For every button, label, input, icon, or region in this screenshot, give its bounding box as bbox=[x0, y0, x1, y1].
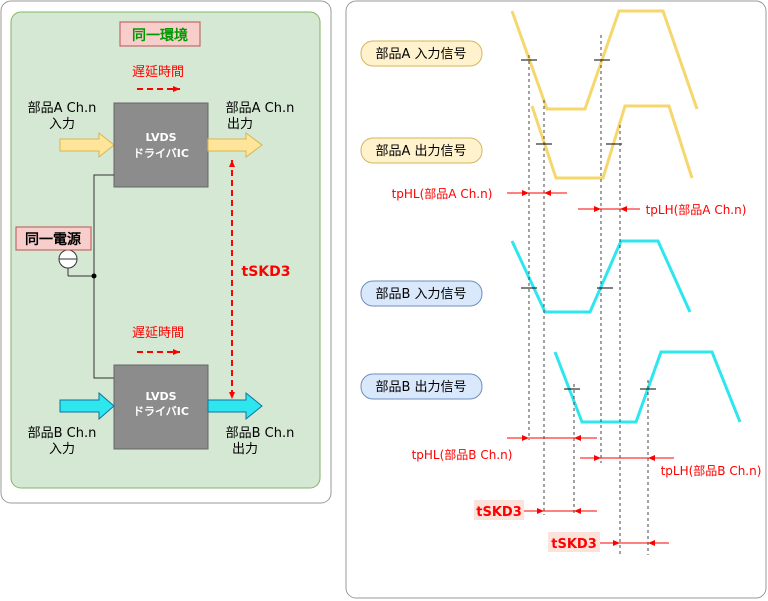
output-b-label-1: 部品B Ch.n bbox=[226, 426, 295, 441]
tphl-b-label: tpHL(部品B Ch.n) bbox=[412, 447, 513, 462]
environment-box bbox=[10, 11, 321, 489]
skew-label-1: tSKD3 bbox=[476, 505, 522, 520]
power-label-box bbox=[15, 226, 92, 251]
signal-label-a-in: 部品A 入力信号 bbox=[375, 47, 466, 62]
ic-bottom bbox=[113, 364, 209, 450]
input-b-label-2: 入力 bbox=[49, 442, 75, 457]
input-a-label-2: 入力 bbox=[49, 117, 75, 132]
delay-label-top: 遅延時間 bbox=[132, 65, 184, 80]
ic-bottom-label-2: ドライバIC bbox=[133, 405, 189, 418]
env-label-box bbox=[119, 21, 201, 47]
ic-top bbox=[113, 102, 209, 188]
input-b-label-1: 部品B Ch.n bbox=[28, 426, 97, 441]
skew-label-left: tSKD3 bbox=[242, 264, 291, 280]
output-b-label-2: 出力 bbox=[232, 442, 258, 457]
junction-dot bbox=[91, 273, 97, 279]
signal-label-box-b-out bbox=[360, 373, 483, 400]
output-a-label-1: 部品A Ch.n bbox=[226, 101, 295, 116]
ic-top-label-2: ドライバIC bbox=[133, 147, 189, 160]
signal-label-box-a-in bbox=[360, 40, 483, 67]
waveform-a-out bbox=[530, 104, 694, 180]
tplh-a-label: tpLH(部品A Ch.n) bbox=[646, 202, 747, 217]
skew-label-box-2 bbox=[548, 532, 600, 552]
env-label: 同一環境 bbox=[132, 27, 188, 44]
power-label: 同一電源 bbox=[25, 231, 81, 248]
crossing-ticks bbox=[521, 59, 656, 390]
input-b-arrow bbox=[59, 391, 115, 421]
tplh-b-label: tpLH(部品B Ch.n) bbox=[661, 463, 762, 478]
delay-label-bottom: 遅延時間 bbox=[132, 326, 184, 341]
measurement-arrows bbox=[507, 190, 674, 546]
output-a-arrow bbox=[207, 132, 263, 158]
skew-label-2: tSKD3 bbox=[551, 537, 597, 552]
signal-label-b-out: 部品B 出力信号 bbox=[375, 380, 466, 395]
signal-label-box-a-out bbox=[360, 137, 483, 164]
input-a-label-1: 部品A Ch.n bbox=[28, 101, 97, 116]
ic-top-label-1: LVDS bbox=[145, 131, 176, 144]
tphl-a-label: tpHL(部品A Ch.n) bbox=[392, 186, 493, 201]
output-a-label-2: 出力 bbox=[227, 117, 253, 132]
power-wire-bottom bbox=[93, 276, 114, 379]
reference-lines bbox=[528, 35, 649, 555]
input-a-arrow bbox=[59, 131, 115, 159]
output-b-arrow bbox=[207, 391, 263, 421]
waveform-b-in bbox=[510, 239, 692, 314]
signal-label-b-in: 部品B 入力信号 bbox=[375, 287, 466, 302]
signal-label-box-b-in bbox=[360, 280, 483, 307]
ic-bottom-label-1: LVDS bbox=[145, 390, 176, 403]
power-wire-top bbox=[93, 174, 114, 276]
skew-label-box-1 bbox=[474, 500, 524, 520]
signal-label-a-out: 部品A 出力信号 bbox=[375, 144, 466, 159]
